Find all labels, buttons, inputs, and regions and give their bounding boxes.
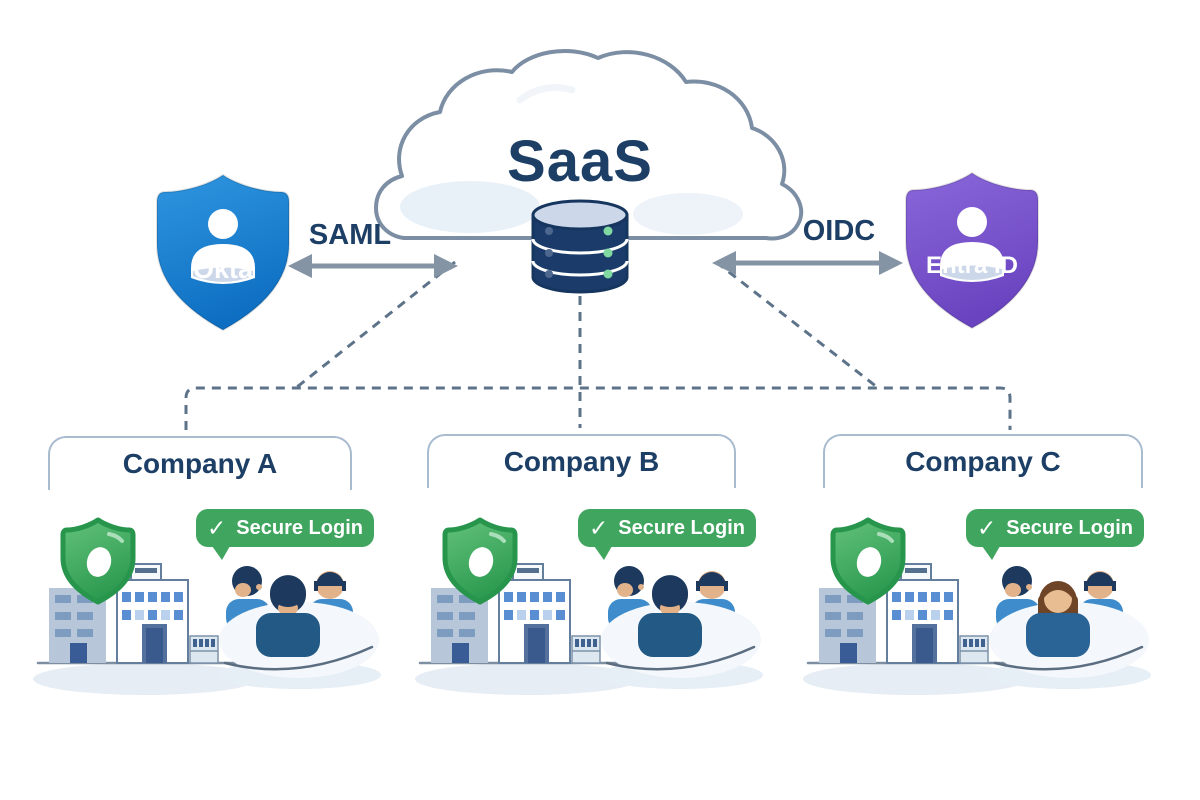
database-icon	[531, 199, 629, 294]
check-icon: ✓	[207, 514, 227, 541]
secure-login-label: Secure Login	[618, 516, 745, 539]
oidc-arrow	[712, 251, 903, 275]
cloud-tint-left	[400, 181, 540, 233]
saas-cloud	[374, 49, 804, 241]
secure-login-label: Secure Login	[1006, 516, 1133, 539]
company-a-card: ✓ Secure Login	[30, 495, 390, 705]
company-a-label: Company A	[122, 448, 278, 479]
entra-id-name-label: Entra ID	[925, 252, 1018, 279]
company-c-box: Company C	[823, 434, 1143, 488]
company-b-card: ✓ Secure Login	[412, 495, 772, 705]
dashed-connectors	[184, 260, 1012, 430]
company-c-label: Company C	[905, 446, 1061, 477]
check-icon: ✓	[589, 514, 609, 541]
company-c-card: ✓ Secure Login	[800, 495, 1160, 705]
oidc-protocol-label: OIDC	[802, 215, 876, 247]
user-group	[638, 575, 702, 657]
secure-login-label: Secure Login	[236, 516, 363, 539]
user-group	[256, 575, 320, 657]
cloud-tint-right	[633, 193, 743, 235]
company-a-box: Company A	[48, 436, 352, 490]
check-icon: ✓	[977, 514, 997, 541]
saas-cloud-label: SaaS	[507, 129, 653, 194]
secure-login-badge: ✓ Secure Login	[578, 509, 756, 560]
okta-shield	[156, 174, 290, 331]
user-group	[1026, 581, 1090, 657]
saml-protocol-label: SAML	[308, 219, 392, 251]
dashed-line-distribution-bus	[184, 386, 1012, 430]
secure-login-badge: ✓ Secure Login	[196, 509, 374, 560]
company-b-label: Company B	[503, 446, 660, 477]
company-b-box: Company B	[427, 434, 736, 488]
dashed-line-right-diagonal	[715, 260, 878, 389]
saml-arrow	[288, 254, 458, 278]
cloud-highlight	[516, 84, 576, 104]
secure-login-badge: ✓ Secure Login	[966, 509, 1144, 560]
okta-name-label: Okta	[192, 254, 254, 284]
dashed-line-left-diagonal	[296, 260, 456, 389]
entra-id-shield	[905, 172, 1039, 329]
